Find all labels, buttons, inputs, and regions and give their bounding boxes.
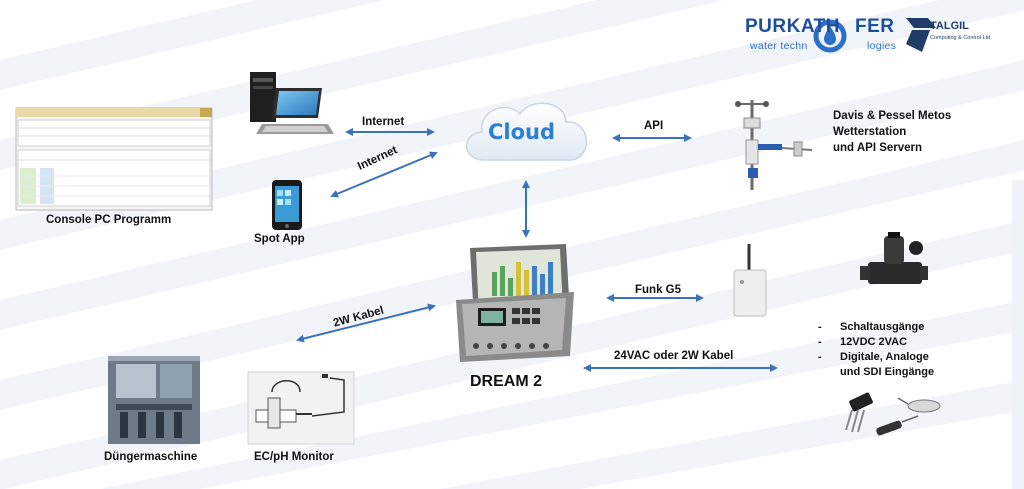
talgil-logo-subtext: Computing & Control Ltd.: [930, 35, 992, 41]
desktop-pc-icon: [250, 72, 334, 134]
internet-label-1: Internet: [362, 116, 405, 128]
vac-label: 24VAC oder 2W Kabel: [614, 350, 734, 362]
cloud-label: Cloud: [488, 120, 556, 144]
outputs-list: -Schaltausgänge -12VDC 2VAC -Digitale, A…: [818, 320, 934, 380]
ec-ph-monitor-icon: [247, 371, 355, 445]
talgil-logo-icon: [906, 18, 936, 52]
spot-app-label: Spot App: [254, 233, 305, 245]
purkhofer-name-left: PURKATH: [745, 16, 840, 37]
dream2-controller-icon: [456, 244, 574, 362]
purkhofer-sub-right: logies: [867, 40, 897, 52]
fertilizer-machine-icon: [108, 356, 200, 444]
weather-station-icon: [735, 100, 813, 190]
weather-label-line3: und API Servern: [833, 142, 923, 154]
weather-label-line2: Wetterstation: [833, 126, 907, 138]
solenoid-valve-icon: [860, 232, 928, 284]
weather-label-line1: Davis & Pessel Metos: [833, 110, 952, 122]
outputs-list-item: und SDI Eingänge: [840, 366, 935, 378]
sdi-sensors-icon: [845, 392, 941, 436]
console-pc-screenshot-icon: [15, 107, 213, 211]
purkhofer-drop-logo-icon: [813, 19, 847, 53]
outputs-list-item: -12VDC 2VAC: [818, 336, 908, 348]
arrow-internet-app: [330, 151, 438, 198]
duenger-label: Düngermaschine: [104, 451, 198, 463]
radio-sensor-icon: [733, 244, 767, 317]
cloud-icon: [465, 102, 588, 161]
outputs-list-item: -Digitale, Analoge: [818, 351, 929, 363]
purkhofer-sub-left: water techn: [750, 40, 808, 52]
api-label: API: [644, 120, 664, 132]
arrow-2w-kabel: [296, 303, 436, 343]
talgil-logo-text: TALGIL: [930, 20, 969, 32]
smartphone-icon: [272, 180, 302, 230]
right-edge-strip: [1012, 180, 1024, 489]
dream2-label: DREAM 2: [470, 373, 543, 390]
purkhofer-logo: PURKATH FER water techn logies: [745, 16, 896, 52]
purkhofer-name-right: FER: [855, 16, 895, 37]
funk-label: Funk G5: [635, 284, 682, 296]
console-pc-label: Console PC Programm: [46, 214, 172, 226]
outputs-list-item: -Schaltausgänge: [818, 321, 925, 333]
ecph-label: EC/pH Monitor: [254, 451, 334, 463]
